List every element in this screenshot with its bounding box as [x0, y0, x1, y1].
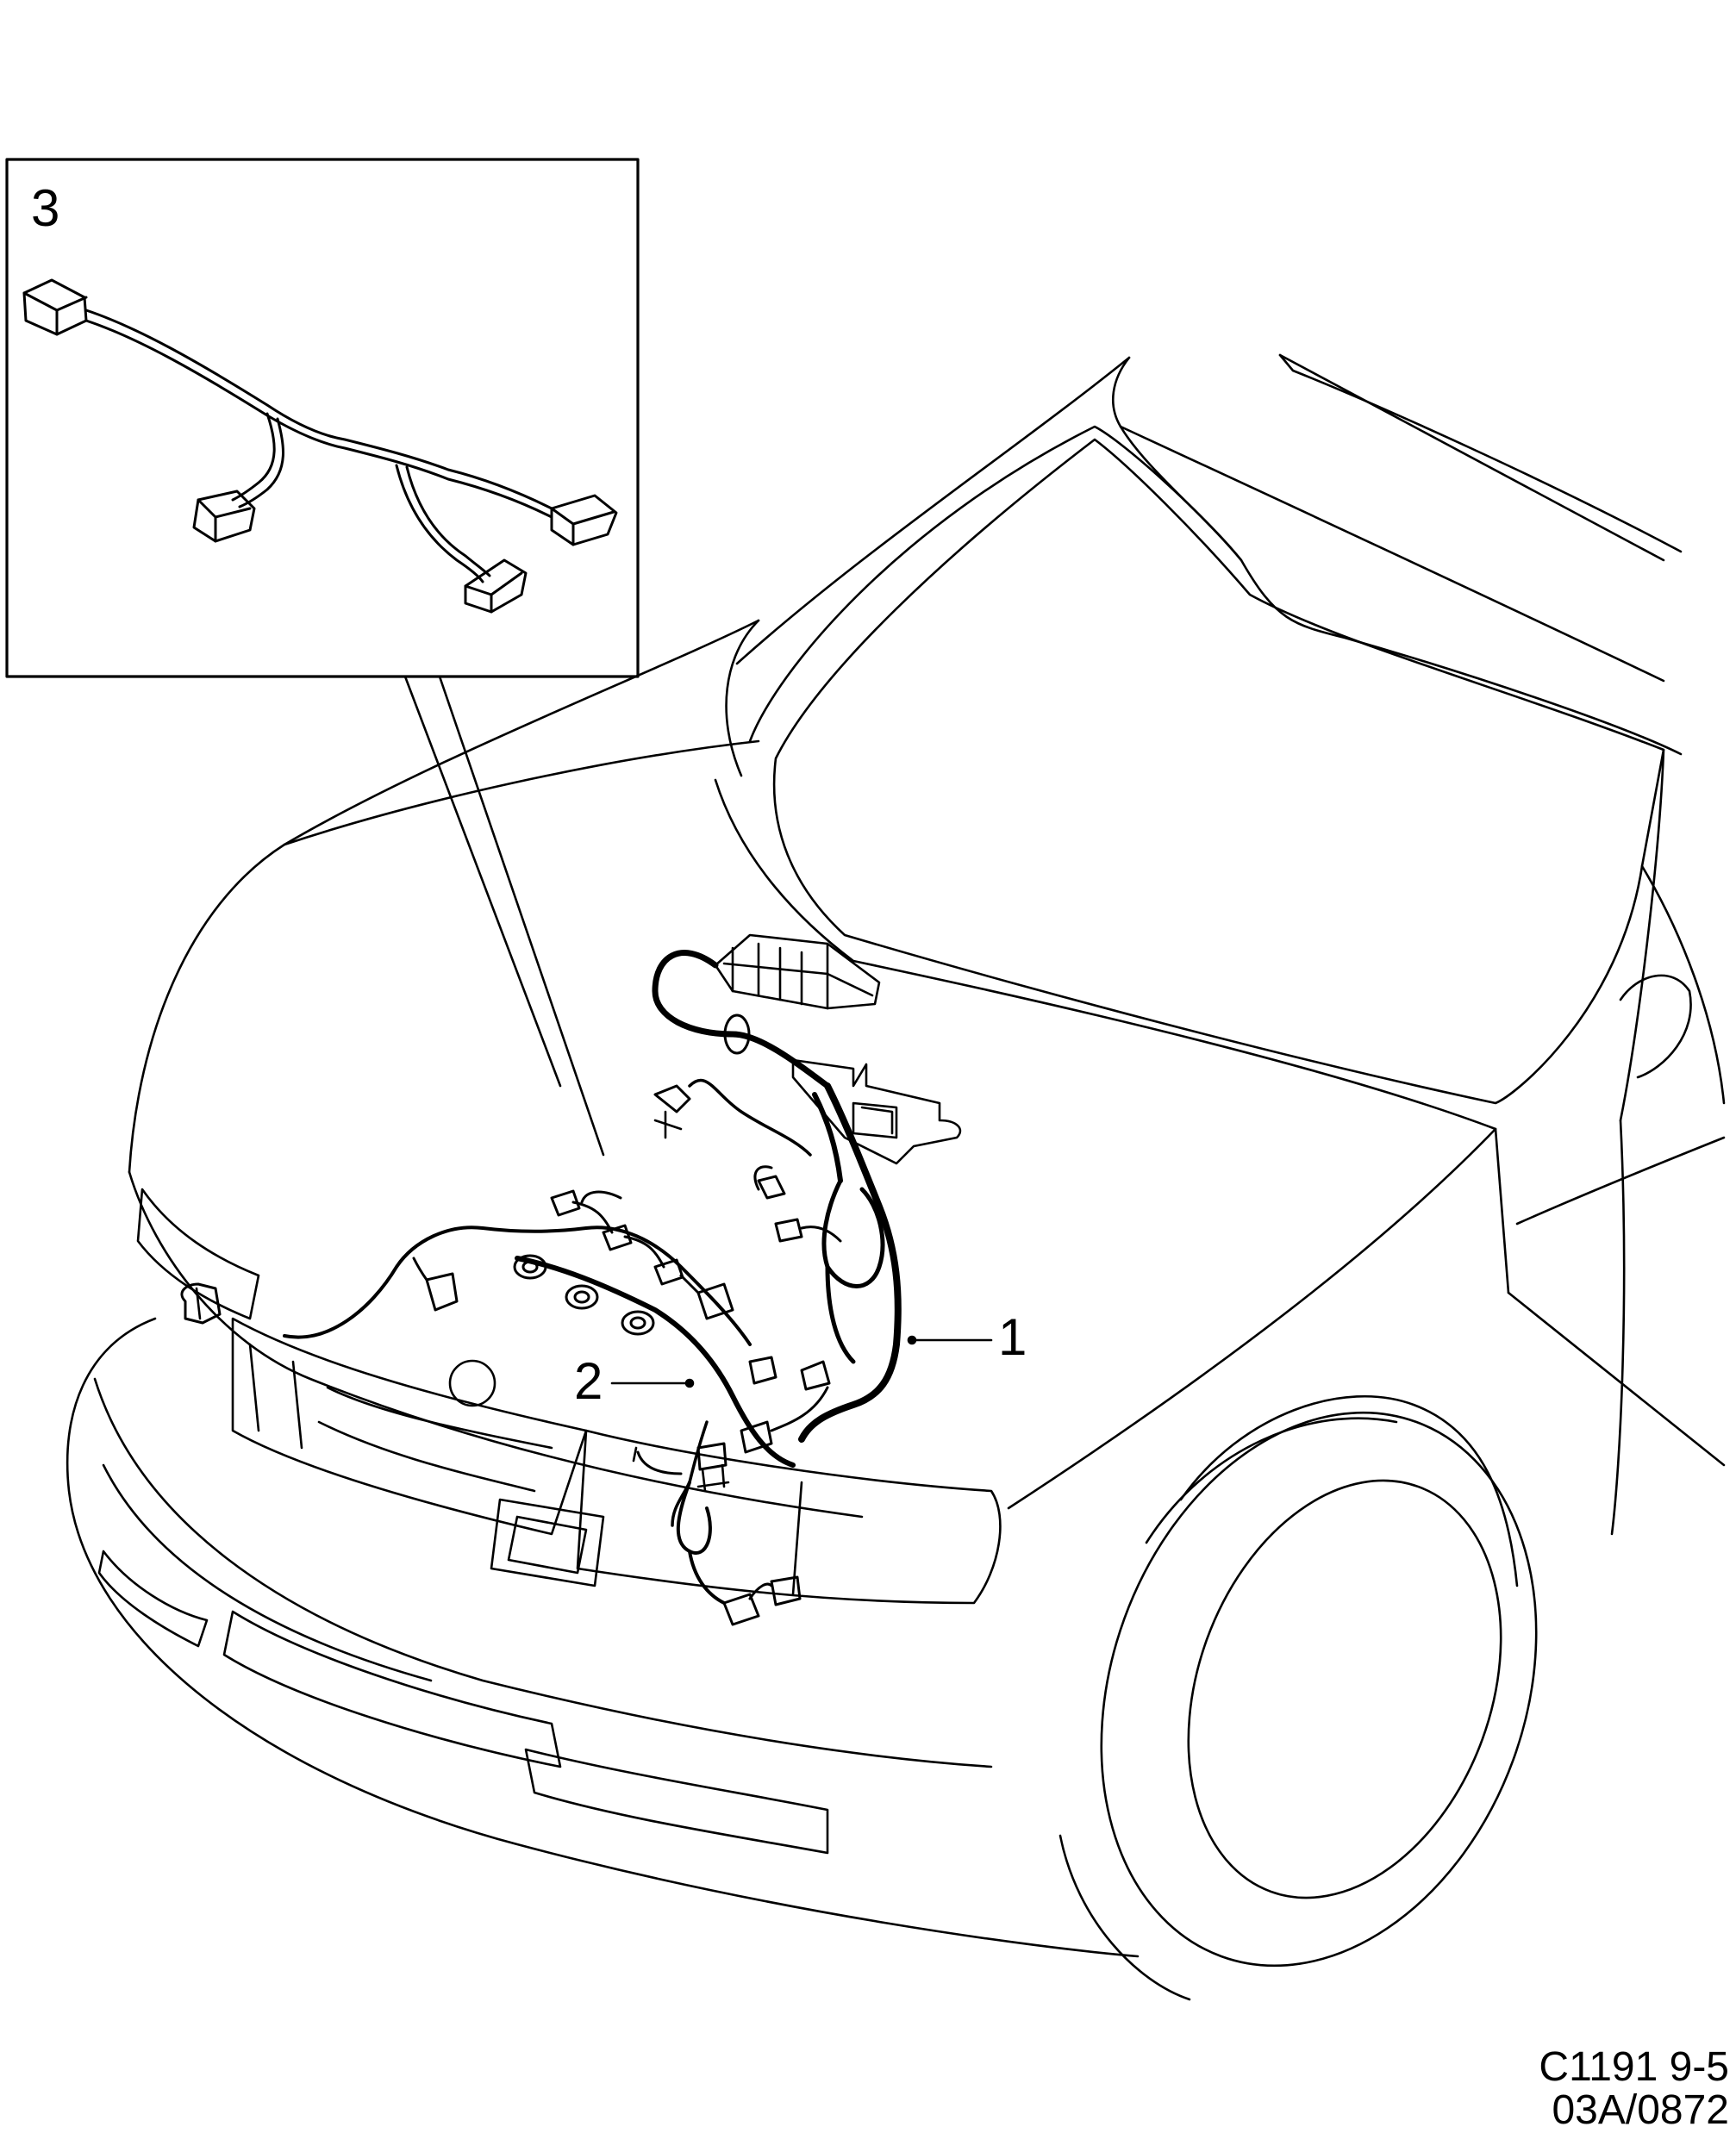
- figure-reference: 03A/0872: [1552, 2087, 1729, 2133]
- inset-box: [5, 158, 640, 1157]
- callout-2: 2: [574, 1352, 603, 1410]
- engine-harness: [652, 933, 962, 1443]
- inset-y-harness: [22, 278, 618, 614]
- inset-callout-3: 3: [31, 179, 60, 237]
- injector-harness: [180, 1189, 831, 1626]
- car-body: [66, 353, 1726, 2001]
- figure-code: C1191 9-5: [1539, 2044, 1729, 2090]
- callout-leaders: [610, 1335, 993, 1388]
- callout-1: 1: [998, 1308, 1027, 1366]
